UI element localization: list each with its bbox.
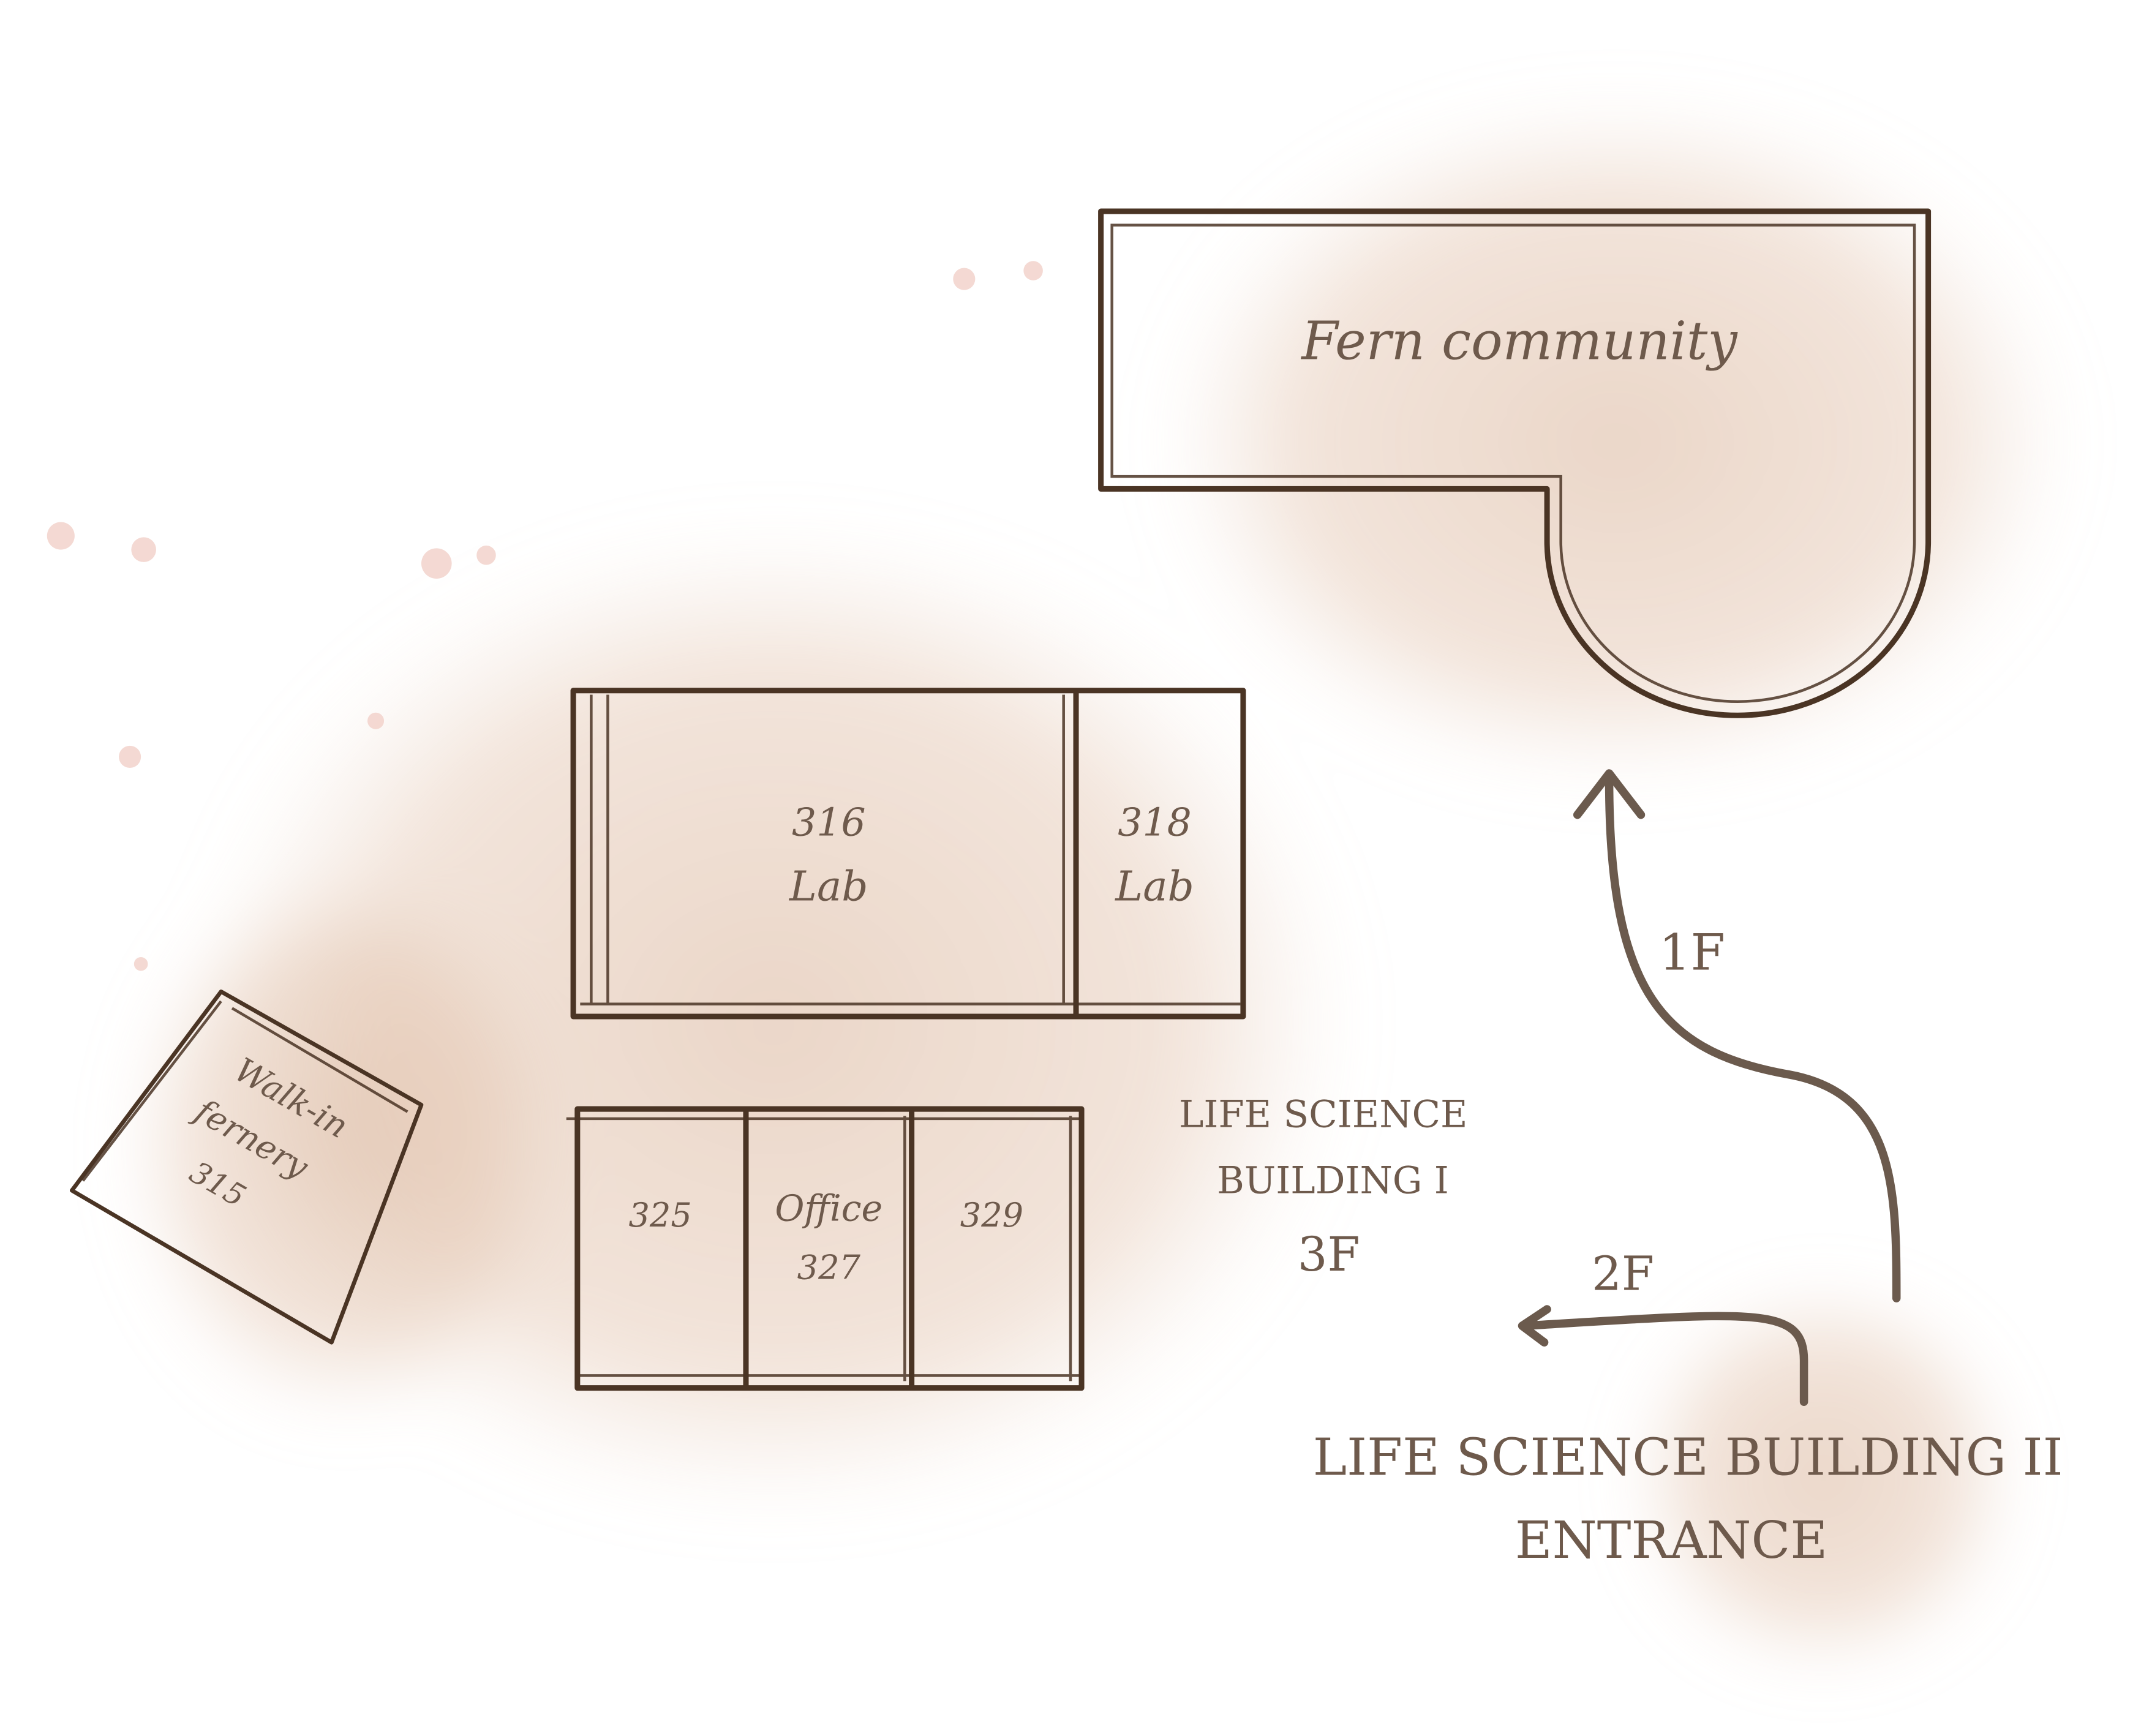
entrance-line1: LIFE SCIENCE BUILDING II: [1313, 1428, 2063, 1487]
room-327-label: Office: [775, 1188, 882, 1230]
building-1-line1: LIFE SCIENCE: [1179, 1092, 1468, 1136]
route-2f-label: 2F: [1592, 1247, 1654, 1302]
room-318-lab[interactable]: 318 Lab: [1114, 799, 1194, 910]
room-fern-community[interactable]: Fern community: [1098, 208, 1932, 718]
room-327-number: 327: [797, 1248, 861, 1287]
offices-block: [566, 1106, 1085, 1391]
room-316-number: 316: [792, 799, 866, 844]
splatter-dots: [47, 261, 1043, 971]
room-329-number: 329: [960, 1196, 1023, 1234]
wash-fernery: [124, 870, 566, 1423]
route-2f: 2F: [1518, 1247, 1808, 1406]
fern-community-label: Fern community: [1300, 310, 1738, 372]
route-1f: 1F: [1573, 769, 1901, 1302]
building-2-entrance[interactable]: LIFE SCIENCE BUILDING II ENTRANCE: [1313, 1428, 2063, 1570]
wash-entrance: [1630, 1284, 2017, 1671]
labs-block: [570, 688, 1246, 1020]
room-316-label: Lab: [788, 862, 868, 911]
room-325-number: 325: [629, 1196, 692, 1234]
room-316-lab[interactable]: 316 Lab: [788, 799, 868, 910]
floor-3f-label: 3F: [1298, 1228, 1360, 1282]
building-1-label: LIFE SCIENCE BUILDING I 3F: [1179, 1092, 1468, 1282]
room-325[interactable]: 325: [629, 1196, 692, 1234]
arrow-up-icon: [1605, 776, 1901, 1302]
room-327-office[interactable]: Office 327: [775, 1188, 882, 1287]
route-1f-label: 1F: [1659, 924, 1725, 982]
room-329[interactable]: 329: [960, 1196, 1023, 1234]
room-318-number: 318: [1118, 799, 1192, 844]
entrance-line2: ENTRANCE: [1515, 1511, 1827, 1570]
building-1-line2: BUILDING I: [1217, 1159, 1449, 1203]
arrow-left-icon: [1521, 1312, 1808, 1406]
wash-fern: [1160, 96, 2072, 787]
room-318-label: Lab: [1114, 862, 1194, 911]
